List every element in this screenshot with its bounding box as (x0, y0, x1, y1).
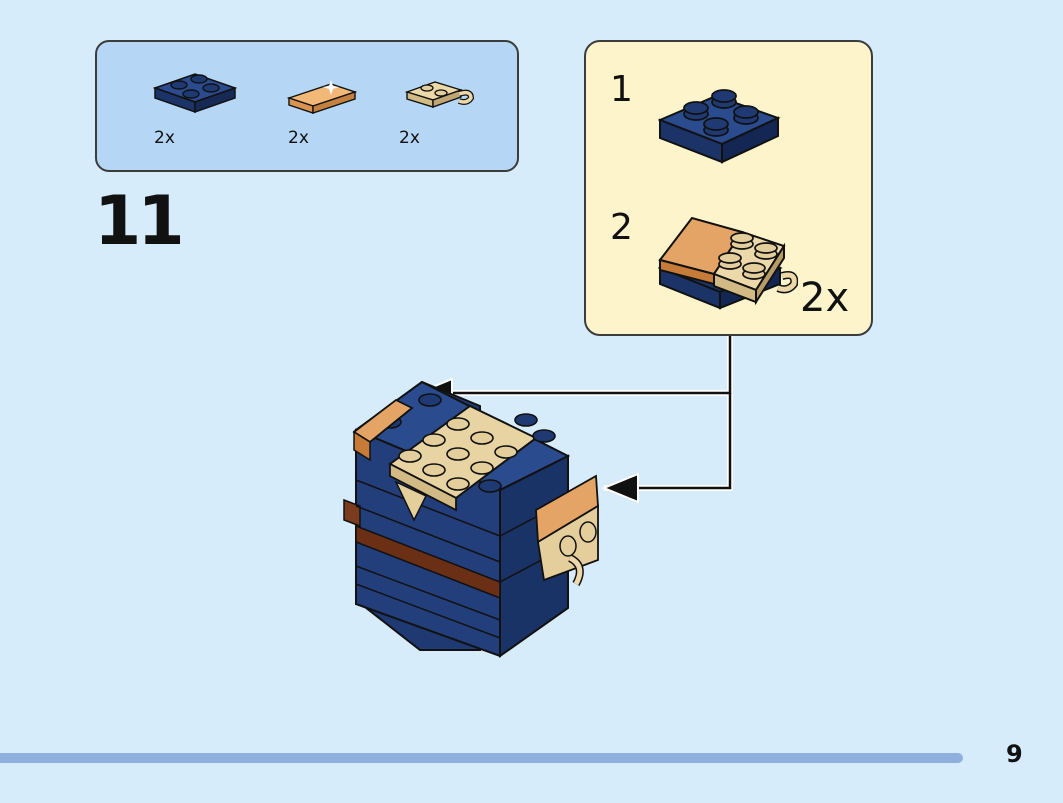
part-dark-blue-plate: 2x (153, 70, 237, 148)
substep-number: 1 (610, 69, 633, 110)
part-tan-clip-plate: 2x (399, 74, 477, 148)
arrow-left-icon (601, 472, 639, 504)
page-number: 9 (1006, 740, 1023, 768)
model-assembly (343, 380, 599, 658)
substep-quantity: 2x (800, 275, 850, 321)
step-number: 11 (94, 182, 185, 261)
part-tan-tile: 2x (287, 78, 357, 148)
dark-blue-plate-icon (153, 73, 237, 114)
substep-box: 1 2 2x (584, 40, 873, 336)
tan-clip-plate-icon (405, 81, 475, 108)
combined-plate-icon (658, 216, 798, 310)
parts-list-box: 2x 2x 2x (95, 40, 519, 172)
part-qty: 2x (288, 128, 309, 148)
substep-number: 2 (610, 207, 633, 248)
dark-blue-plate-icon (658, 89, 781, 164)
progress-bar (0, 753, 963, 763)
orange-tile-icon (287, 80, 357, 114)
part-qty: 2x (154, 128, 175, 148)
part-qty: 2x (399, 128, 420, 148)
